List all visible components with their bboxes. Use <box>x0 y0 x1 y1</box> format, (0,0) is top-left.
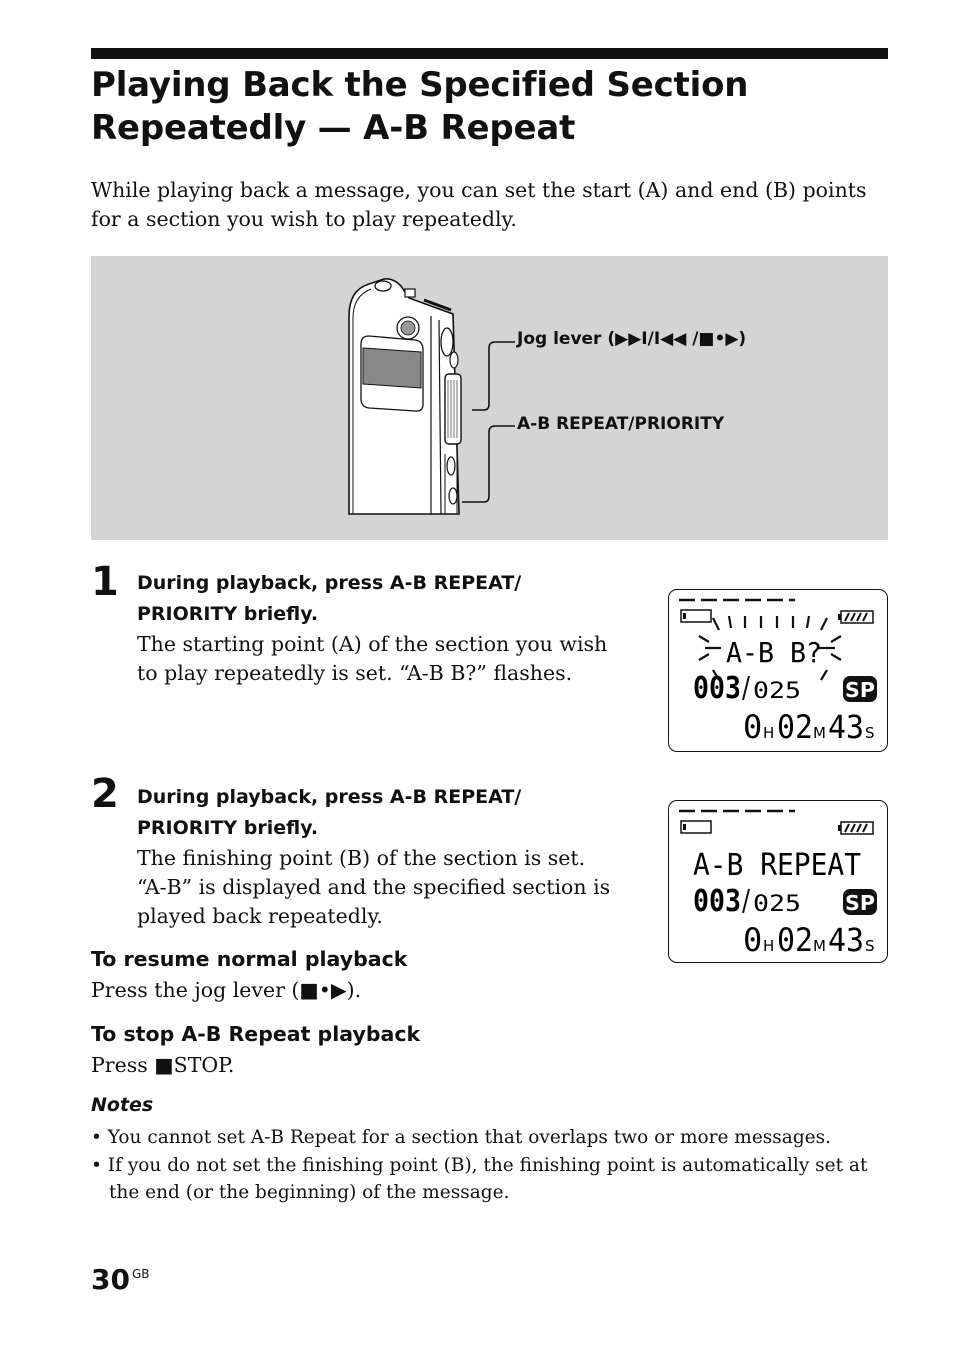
lcd-minutes: 02 <box>777 921 813 959</box>
device-figure: Jog lever (▶▶I/I◀◀ /■•▶) A-B REPEAT/PRIO… <box>91 256 888 540</box>
sp-mode-icon <box>843 676 877 702</box>
page-title: Playing Back the Specified Section Repea… <box>91 65 749 148</box>
lcd-message-number: 003 <box>693 884 741 919</box>
stop-body: Press ■STOP. <box>91 1053 235 1077</box>
battery-icon <box>838 610 874 624</box>
step-2-heading: During playback, press A-B REPEAT/ PRIOR… <box>137 786 522 839</box>
lcd-message-number: 003 <box>693 671 741 706</box>
notes-title: Notes <box>91 1094 154 1116</box>
top-rule <box>91 48 888 59</box>
page-number-value: 30 <box>91 1263 130 1296</box>
lcd-minutes: 02 <box>777 708 813 746</box>
lcd-screen: A-B REPEAT 003 025 SP 0 H 02 M 43 S <box>679 809 877 959</box>
lcd-seconds: 43 <box>828 921 864 959</box>
jog-lever-label: Jog lever (▶▶I/I◀◀ /■•▶) <box>517 329 747 349</box>
recorder-illustration <box>348 278 515 515</box>
lcd-hours: 0 <box>743 921 762 959</box>
stop-heading: To stop A-B Repeat playback <box>91 1022 421 1046</box>
lcd-line1: A-B REPEAT <box>693 848 861 883</box>
lcd-display-step-1: A-B B? 003 025 SP 0 H 02 M 43 S <box>668 589 888 752</box>
resume-body: Press the jog lever (■•▶). <box>91 978 362 1002</box>
page-number-suffix: GB <box>131 1267 150 1281</box>
lcd-line1: A-B B? <box>726 636 822 669</box>
memory-icon <box>680 820 712 834</box>
note-item: • If you do not set the finishing point … <box>91 1155 868 1203</box>
lcd-display-step-2: A-B REPEAT 003 025 SP 0 H 02 M 43 S <box>668 800 888 963</box>
resume-heading: To resume normal playback <box>91 947 408 971</box>
lcd-seconds-unit: S <box>865 724 875 742</box>
intro-text: While playing back a message, you can se… <box>91 178 867 231</box>
lcd-seconds: 43 <box>828 708 864 746</box>
step-1-body: The starting point (A) of the section yo… <box>137 632 608 685</box>
memory-icon <box>680 609 712 623</box>
lcd-mode: SP <box>845 891 875 915</box>
note-item: • You cannot set A-B Repeat for a sectio… <box>91 1127 831 1148</box>
step-1-heading: During playback, press A-B REPEAT/ PRIOR… <box>137 572 522 625</box>
step-2-body: The finishing point (B) of the section i… <box>137 846 611 928</box>
lcd-minutes-unit: M <box>813 937 826 955</box>
lcd-message-total: 025 <box>753 892 801 917</box>
lcd-mode: SP <box>845 678 875 702</box>
lcd-minutes-unit: M <box>813 724 826 742</box>
battery-icon <box>838 821 874 835</box>
step-2-number: 2 <box>91 771 119 817</box>
step-1-number: 1 <box>91 559 119 605</box>
lcd-seconds-unit: S <box>865 937 875 955</box>
lcd-message-total: 025 <box>753 679 801 704</box>
sp-mode-icon <box>843 889 877 915</box>
lcd-screen: A-B B? 003 025 SP 0 H 02 M 43 S <box>679 598 877 746</box>
lcd-hours: 0 <box>743 708 762 746</box>
ab-repeat-label: A-B REPEAT/PRIORITY <box>517 414 725 434</box>
lcd-hours-unit: H <box>763 937 774 955</box>
lcd-hours-unit: H <box>763 724 774 742</box>
